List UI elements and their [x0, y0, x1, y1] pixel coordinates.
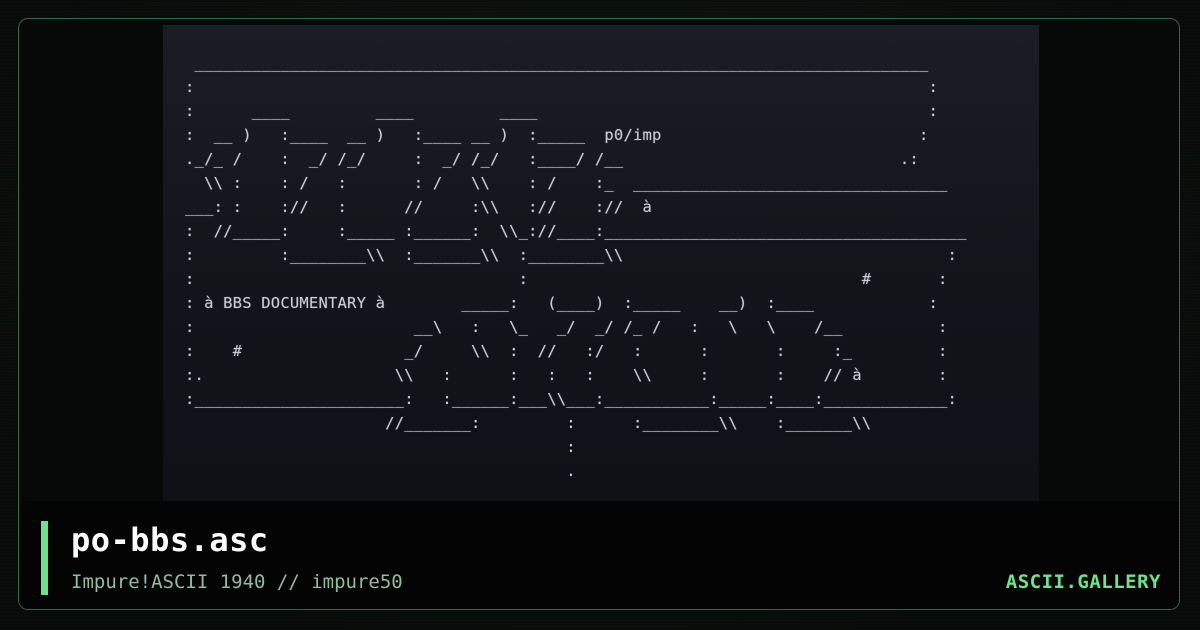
artwork-subtitle: Impure!ASCII 1940 // impure50: [71, 571, 403, 593]
artwork-title: po-bbs.asc: [71, 521, 269, 559]
card-frame: ________________________________________…: [18, 18, 1180, 610]
accent-bar: [41, 521, 48, 595]
card-footer: po-bbs.asc Impure!ASCII 1940 // impure50…: [19, 501, 1179, 609]
ascii-art-preview: ________________________________________…: [163, 25, 1039, 505]
site-brand[interactable]: ASCII.GALLERY: [1005, 571, 1161, 593]
ascii-art-text: ________________________________________…: [185, 54, 967, 480]
